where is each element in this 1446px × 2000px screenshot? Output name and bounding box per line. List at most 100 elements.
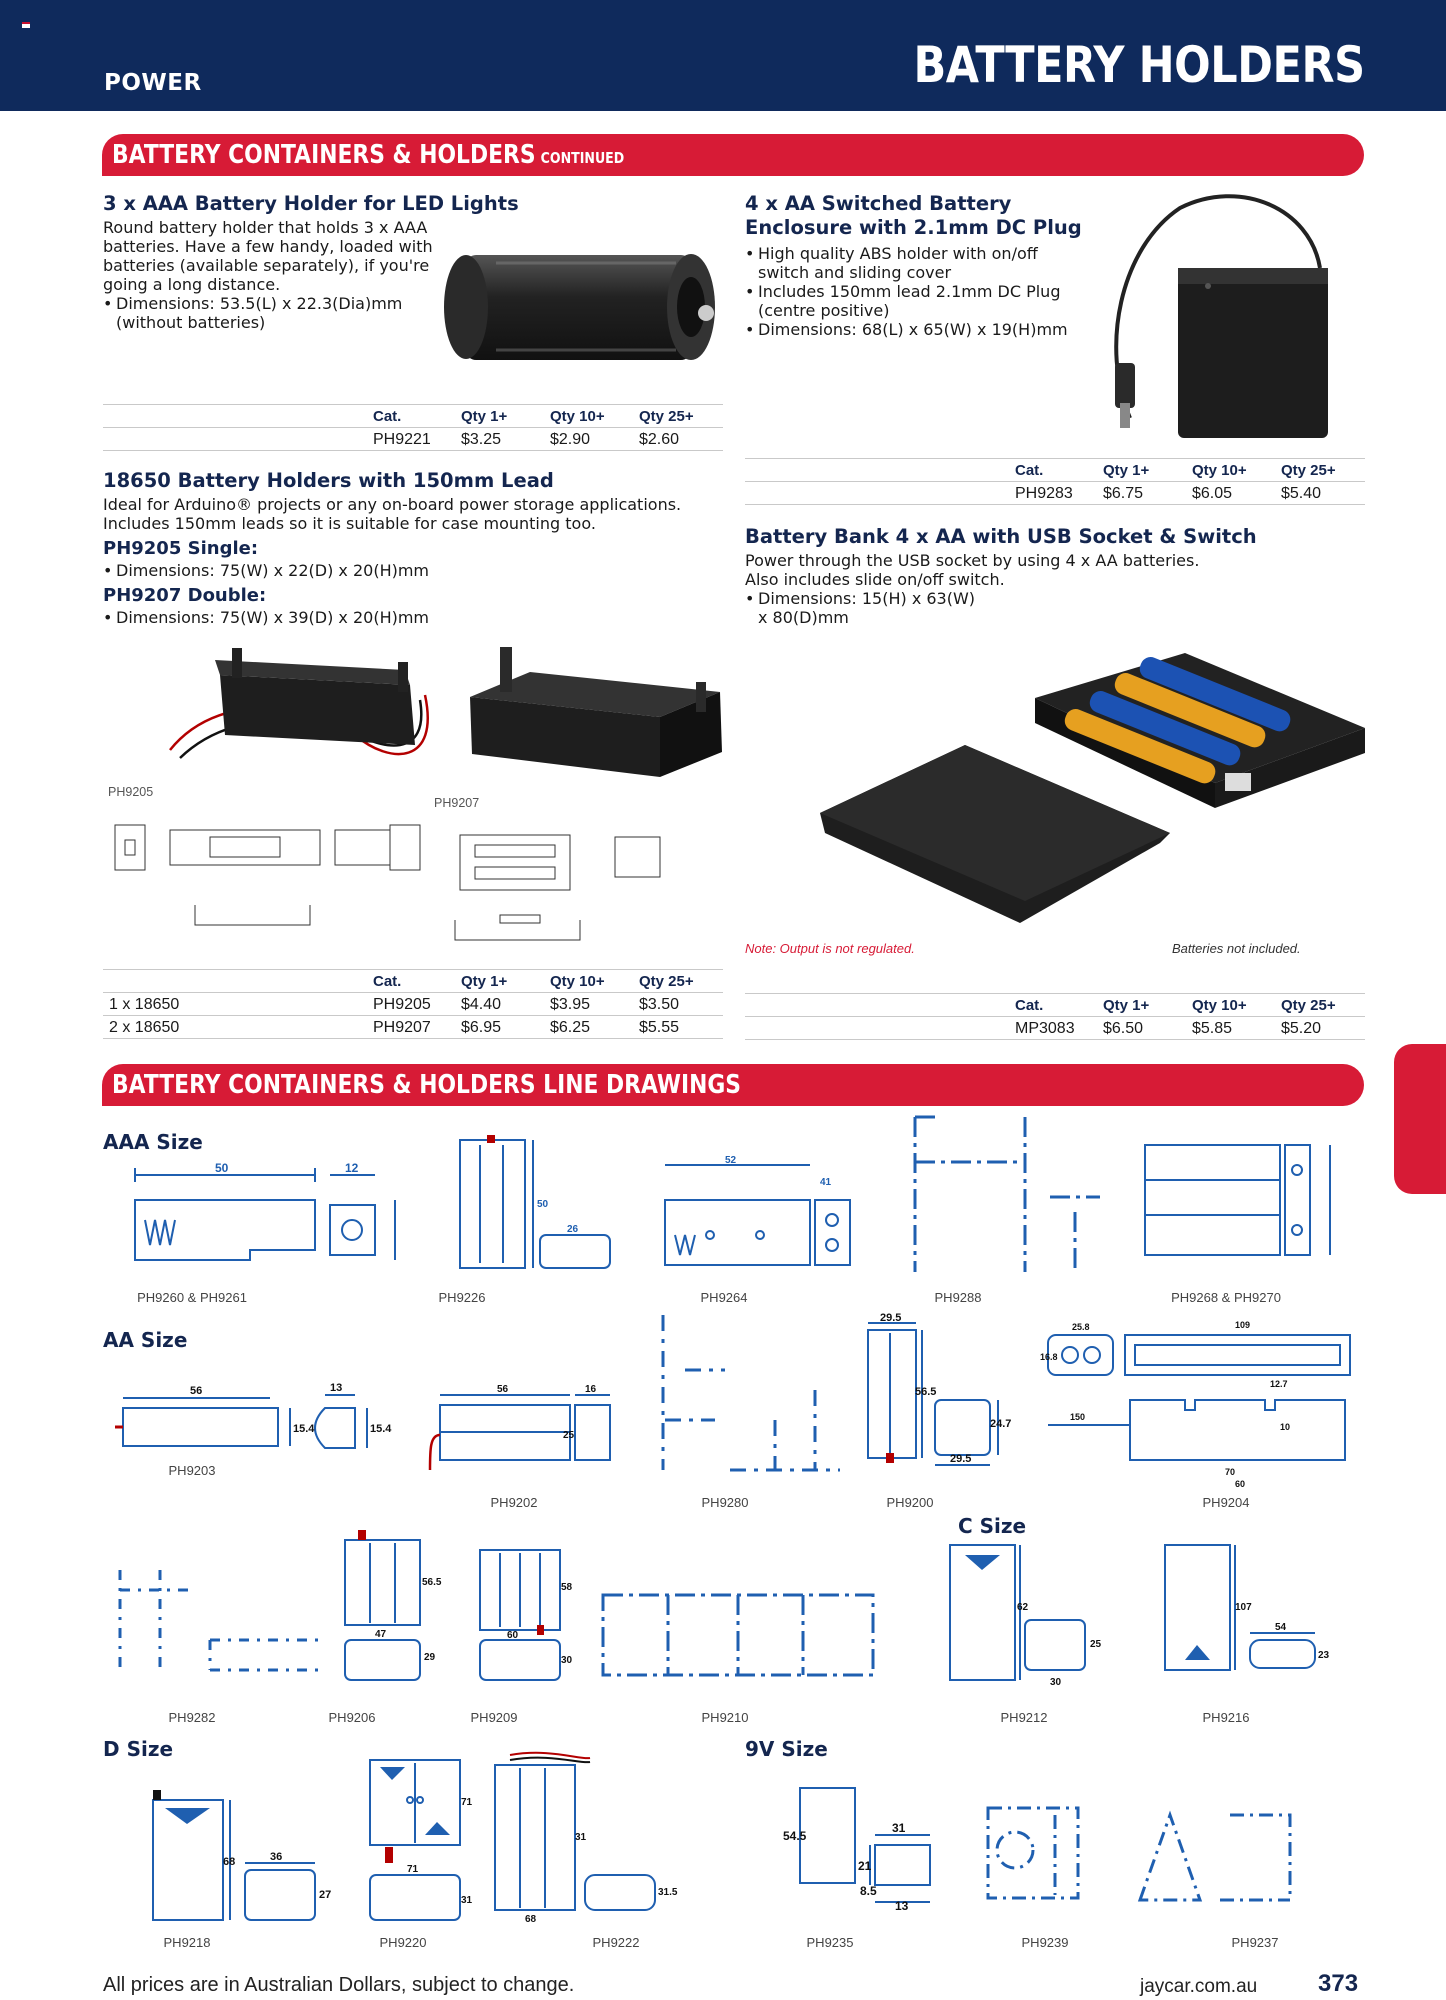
dim-label: 71 [407,1864,419,1875]
dim-label: 29.5 [950,1453,971,1465]
col-qty10: Qty 10+ [550,408,605,425]
dim-label: 31 [461,1895,473,1906]
page-title: BATTERY HOLDERS [913,36,1366,94]
footer-url[interactable]: jaycar.com.au [1140,1976,1258,1997]
battery-bank-image [815,648,1370,938]
drawing-ph9200: 29.5 56.5 24.7 29.5 [860,1312,1020,1480]
product-description: Power through the USB socket by using 4 … [745,551,1200,589]
product-title: 3 x AAA Battery Holder for LED Lights [103,192,519,215]
dim-label: 50 [215,1161,229,1175]
cat-number: PH9205 [373,996,431,1013]
drawing-caption: PH9264 [700,1290,748,1305]
dim-label: 68 [525,1914,537,1925]
note-batteries: Batteries not included. [1172,941,1301,956]
price-qty10: $5.85 [1192,1020,1233,1037]
dim-label: 70 [1225,1467,1235,1477]
dim-label: 52 [725,1155,737,1166]
drawing-caption: PH9209 [470,1710,518,1725]
drawing-caption: PH9210 [701,1710,749,1725]
drawing-ph9216: 107 54 23 [1160,1535,1330,1685]
drawing-ph9222: 31 68 31.5 [490,1750,680,1930]
dim-label: 68 [223,1856,235,1868]
price-qty25: $5.20 [1281,1020,1322,1037]
drawing-ph9280 [655,1310,845,1485]
dim-label: 41 [820,1177,832,1188]
dim-label: 15.4 [370,1423,392,1435]
col-qty10: Qty 10+ [1192,997,1247,1014]
product-bullet: Dimensions: 75(W) x 39(D) x 20(H)mm [103,608,703,627]
price-table-switched-enclosure: Cat. Qty 1+ Qty 10+ Qty 25+ PH9283 $6.75… [745,458,1365,505]
drawing-caption: PH9282 [168,1710,216,1725]
product-bullet: Dimensions: 15(H) x 63(W) x 80(D)mm [745,589,985,627]
price-qty25: $5.55 [639,1019,680,1036]
table-row: MP3083 $6.50 $5.85 $5.20 [745,1017,1365,1040]
footer-price-note: All prices are in Australian Dollars, su… [103,1974,575,1996]
section-tab [1394,1044,1446,1194]
price-qty25: $2.60 [639,431,680,448]
dim-label: 60 [507,1630,519,1641]
table-row: PH9283 $6.75 $6.05 $5.40 [745,482,1365,505]
dim-label: 30 [1050,1677,1062,1688]
cat-number: PH9207 [373,1019,431,1036]
cat-number: PH9221 [373,431,431,448]
dim-label: 56.5 [915,1386,936,1398]
col-qty25: Qty 25+ [639,973,694,990]
product-switched-enclosure: 4 x AA Switched Battery Enclosure with 2… [745,192,1085,339]
col-qty1: Qty 1+ [1103,997,1150,1014]
dim-label: 25.8 [1072,1322,1090,1332]
drawing-caption: PH9216 [1202,1710,1250,1725]
product-title: Battery Bank 4 x AA with USB Socket & Sw… [745,525,1257,548]
ph9205-image [150,640,440,775]
banner-title: BATTERY CONTAINERS & HOLDERS [112,140,536,170]
price-qty1: $6.75 [1103,485,1144,502]
drawing-ph9206: 56.5 47 29 [340,1525,450,1690]
cat-number: PH9283 [1015,485,1073,502]
col-qty25: Qty 25+ [639,408,694,425]
col-qty1: Qty 1+ [461,408,508,425]
table-header-row: Cat. Qty 1+ Qty 10+ Qty 25+ [745,994,1365,1017]
product-battery-bank: Battery Bank 4 x AA with USB Socket & Sw… [745,525,1345,627]
drawing-caption: PH9239 [1021,1935,1069,1950]
dim-label: 10 [1280,1422,1290,1432]
dim-label: 25 [1090,1639,1102,1650]
dim-label: 62 [1017,1602,1029,1613]
dim-label: 150 [1070,1412,1085,1422]
switched-enclosure-image [1080,188,1340,448]
dim-label: 50 [537,1199,549,1210]
table-header-row: Cat. Qty 1+ Qty 10+ Qty 25+ [745,459,1365,482]
product-bullet: High quality ABS holder with on/off swit… [745,244,1085,282]
dim-label: 36 [270,1851,282,1863]
product-aaa-holder: 3 x AAA Battery Holder for LED Lights Ro… [103,192,519,332]
drawing-caption: PH9226 [438,1290,486,1305]
dim-label: 21 [858,1859,872,1873]
banner-suffix: CONTINUED [540,149,625,167]
drawing-caption: PH9288 [934,1290,982,1305]
dim-label: 25 [563,1430,575,1441]
drawing-ph9202: 56 16 25 [425,1380,625,1480]
drawing-ph9237 [1130,1800,1300,1915]
row-label: 1 x 18650 [109,996,180,1013]
dim-label: 27 [319,1889,331,1901]
dim-label: 26 [567,1224,579,1235]
drawing-caption: PH9260 & PH9261 [137,1290,247,1305]
dim-label: 60 [1235,1479,1245,1489]
dim-label: 58 [561,1582,573,1593]
variant-title-single: PH9205 Single: [103,538,259,559]
table-header-row: Cat. Qty 1+ Qty 10+ Qty 25+ [103,405,723,428]
dim-label: 29 [424,1652,436,1663]
drawing-ph9212: 62 25 30 [945,1535,1105,1695]
drawing-ph9226: 50 26 [455,1135,625,1280]
dim-label: 31 [575,1832,587,1843]
drawing-ph9268 [1140,1125,1340,1280]
drawing-caption: PH9268 & PH9270 [1171,1290,1281,1305]
col-qty10: Qty 10+ [1192,462,1247,479]
dim-label: 54.5 [783,1829,807,1843]
dim-label: 16.8 [1040,1352,1058,1362]
aaa-holder-image [436,235,726,385]
drawing-ph9260: 50 12 [130,1160,420,1285]
drawing-ph9282 [110,1530,325,1685]
dim-label: 29.5 [880,1312,901,1324]
section-label: POWER [104,70,202,96]
size-heading-aa: AA Size [103,1328,188,1352]
price-qty10: $6.25 [550,1019,591,1036]
